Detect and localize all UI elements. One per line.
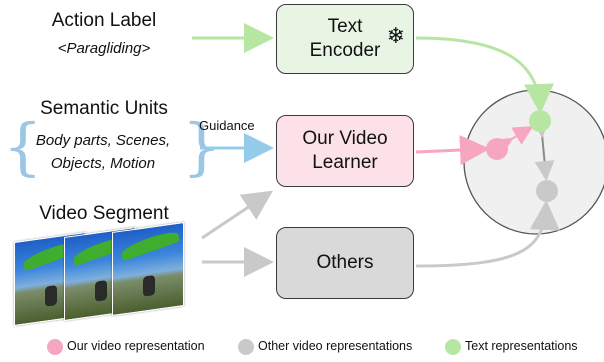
text-encoder-line1: Text bbox=[327, 16, 363, 37]
arrow-others-to-other-rep bbox=[415, 200, 560, 268]
relation-our-text bbox=[491, 125, 534, 157]
text-representation-dot bbox=[529, 110, 551, 132]
left-brace: { bbox=[3, 110, 43, 183]
text-encoder-line2: Encoder bbox=[309, 40, 381, 61]
semantic-units-line1: Body parts, Scenes, bbox=[35, 132, 171, 149]
video-learner-line1: Our Video bbox=[302, 128, 388, 149]
semantic-units-title: Semantic Units bbox=[40, 98, 168, 119]
arrow-video-to-learner bbox=[201, 190, 273, 240]
legend-other-label: Other video representations bbox=[258, 339, 413, 353]
video-learner-box: Our Video Learner bbox=[276, 115, 414, 187]
relation-text-other bbox=[530, 117, 555, 181]
arrow-encoder-to-text-rep bbox=[415, 36, 554, 114]
snowflake-icon: ❄ bbox=[386, 24, 405, 49]
arrow-learner-to-our-rep bbox=[415, 135, 490, 166]
action-label-value: <Paragliding> bbox=[57, 40, 151, 57]
embedding-space-circle bbox=[463, 89, 604, 235]
legend: Our video representation Other video rep… bbox=[0, 334, 604, 360]
legend-our-dot bbox=[47, 339, 63, 355]
action-label-title: Action Label bbox=[51, 10, 157, 31]
text-encoder-box: Text Encoder ❄ bbox=[276, 4, 414, 74]
others-box: Others bbox=[276, 227, 414, 299]
legend-text-dot bbox=[445, 339, 461, 355]
our-representation-dot bbox=[486, 138, 508, 160]
guidance-label: Guidance bbox=[199, 118, 255, 133]
semantic-units-line2: Objects, Motion bbox=[50, 155, 156, 172]
legend-text-label: Text representations bbox=[465, 339, 578, 353]
video-segment-title: Video Segment bbox=[39, 203, 169, 224]
legend-other-dot bbox=[238, 339, 254, 355]
other-representation-dot bbox=[536, 180, 558, 202]
legend-our-label: Our video representation bbox=[67, 339, 205, 353]
video-learner-line2: Learner bbox=[312, 152, 378, 173]
